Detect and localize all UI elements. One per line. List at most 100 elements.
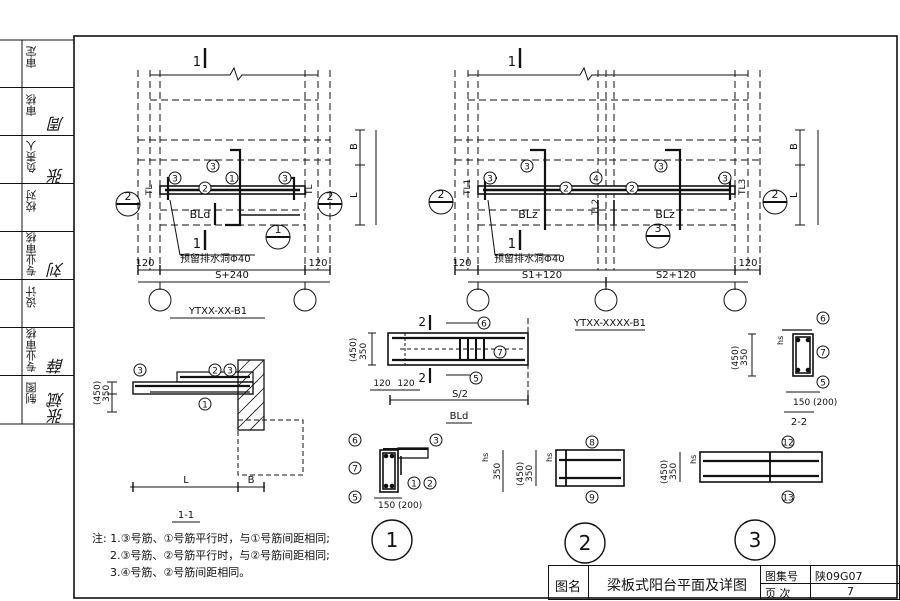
notes-prefix: 注: (92, 532, 107, 545)
signature: 刘 (48, 262, 66, 278)
signature: 张斌 (48, 392, 66, 424)
rebar-callout-circle (585, 435, 599, 449)
rebar-callout-circle (781, 490, 795, 504)
atlas-number: 陕09G07 (815, 570, 863, 583)
rebar-callout-circle (223, 363, 237, 377)
title-block-cell: 陕09G07 7 (811, 566, 899, 599)
rebar-callout: 3 (658, 163, 664, 173)
rebar-callout-circle (477, 316, 491, 330)
plan-right (428, 48, 819, 331)
rebar-callout: 1 (411, 480, 417, 490)
rebar-callout: 7 (352, 465, 358, 475)
rebar-callout-circle (559, 181, 573, 195)
approval-cell: 专业审核 (0, 232, 74, 280)
approval-label: 审定 (25, 46, 38, 68)
title-block-cell: 梁板式阳台平面及详图 (589, 566, 761, 599)
section-caption: 1-1 (178, 510, 194, 521)
stirrup (795, 336, 811, 374)
dimension-value: (450) (731, 346, 741, 370)
section-mark: 1 (508, 55, 516, 70)
section-mark: 1 (193, 55, 201, 70)
title-block: 图名 梁板式阳台平面及详图 图集号 页 次 陕09G07 7 (548, 565, 900, 600)
wall-hatch (237, 359, 265, 431)
rebar-callout: 12 (782, 439, 793, 449)
rebar-callout-circle (206, 159, 220, 173)
rebar-callout: 2 (629, 185, 635, 195)
rebar-callout: 5 (820, 379, 826, 389)
rebar-callout-circle (483, 171, 497, 185)
axis-bubble (594, 288, 618, 312)
atlas-label: 图集号 (765, 570, 798, 583)
rebar-callout: 2 (202, 185, 208, 195)
approval-label: 审核 (25, 94, 38, 116)
title-block-cell: 图集号 页 次 (761, 566, 811, 600)
plan-right-break-line (468, 66, 748, 82)
section-1-1 (107, 359, 304, 523)
rebar-callout: 3 (524, 163, 530, 173)
approval-label: 设计 (25, 286, 38, 308)
rebar-callout: 7 (820, 349, 826, 359)
stirrup (382, 452, 396, 490)
plan-left-break-line (150, 66, 318, 82)
page-label: 页 次 (765, 587, 791, 600)
detail-3 (679, 451, 823, 561)
drain-note: 预留排水洞Φ40 (494, 252, 565, 265)
rebar-callout: 3 (487, 175, 493, 185)
rebar-callout-circle (585, 490, 599, 504)
rebar-callout-circle (816, 311, 830, 325)
dimension-value: 120 (738, 258, 757, 269)
rebar-callout: 5 (352, 494, 358, 504)
axis-bubble (148, 288, 172, 312)
dimension-value: B (248, 475, 255, 486)
detail-2 (535, 449, 625, 564)
beam-outline (792, 333, 814, 377)
wall-hatch-lines (237, 359, 265, 431)
detail-label-circle (564, 522, 606, 564)
rebar-dot (383, 453, 389, 459)
approval-label: 负责人 (25, 140, 38, 173)
approval-cell: 设计 (0, 280, 74, 328)
dimension-value: 350 (493, 463, 503, 480)
rebar-callout: 9 (589, 494, 595, 504)
rebar-callout-circle (469, 371, 483, 385)
dimension-value: B (789, 143, 800, 150)
tie-beam-label: TL (145, 184, 155, 196)
dimension-value: hs (776, 336, 785, 345)
approval-label: 专业审核 (25, 232, 38, 276)
dimension-value: (450) (349, 338, 359, 362)
rebar-dot (383, 483, 389, 489)
rebar-callout-circle (625, 181, 639, 195)
rebar-callout-circle (816, 375, 830, 389)
dimension-value: 120 (308, 258, 327, 269)
rebar-dot (389, 483, 395, 489)
section-2-2 (748, 329, 820, 413)
dimension-value: 120 (452, 258, 471, 269)
rebar-callout-circle (781, 435, 795, 449)
note-item: 3.④号筋、②号筋间距相同。 (110, 566, 251, 579)
lower-wall (237, 419, 304, 476)
note-item: 2.③号筋、②号筋平行时，与②号筋间距相同; (110, 549, 330, 562)
dimension-value: L (349, 192, 360, 198)
rebar-callout-circle (348, 433, 362, 447)
rebar-callout: 3 (227, 367, 233, 377)
approval-cell: 负责人 (0, 136, 74, 184)
rebar-dot (389, 453, 395, 459)
rebar-callout: 4 (593, 175, 599, 185)
drain-note: 预留排水洞Φ40 (180, 252, 251, 265)
dimension-value: 150 (200) (378, 501, 422, 511)
dimension-value: 350 (525, 465, 535, 482)
dimension-value: hs (689, 455, 698, 464)
dimension-value: 120 (373, 379, 390, 389)
detail-label: 3 (749, 528, 762, 552)
rebar-callout-circle (407, 476, 421, 490)
rebar-callout-circle (168, 171, 182, 185)
rebar-callout: 1 (229, 175, 235, 185)
dimension-value: (450) (660, 460, 670, 484)
detail-ref-number: 2 (125, 190, 132, 203)
dimension-value: (450) (516, 462, 526, 486)
dimension-value: (450) (93, 381, 103, 405)
rebar-callout: 7 (497, 349, 503, 359)
tie-beam-label: TL (305, 184, 315, 196)
approval-cell: 校对 (0, 184, 74, 232)
